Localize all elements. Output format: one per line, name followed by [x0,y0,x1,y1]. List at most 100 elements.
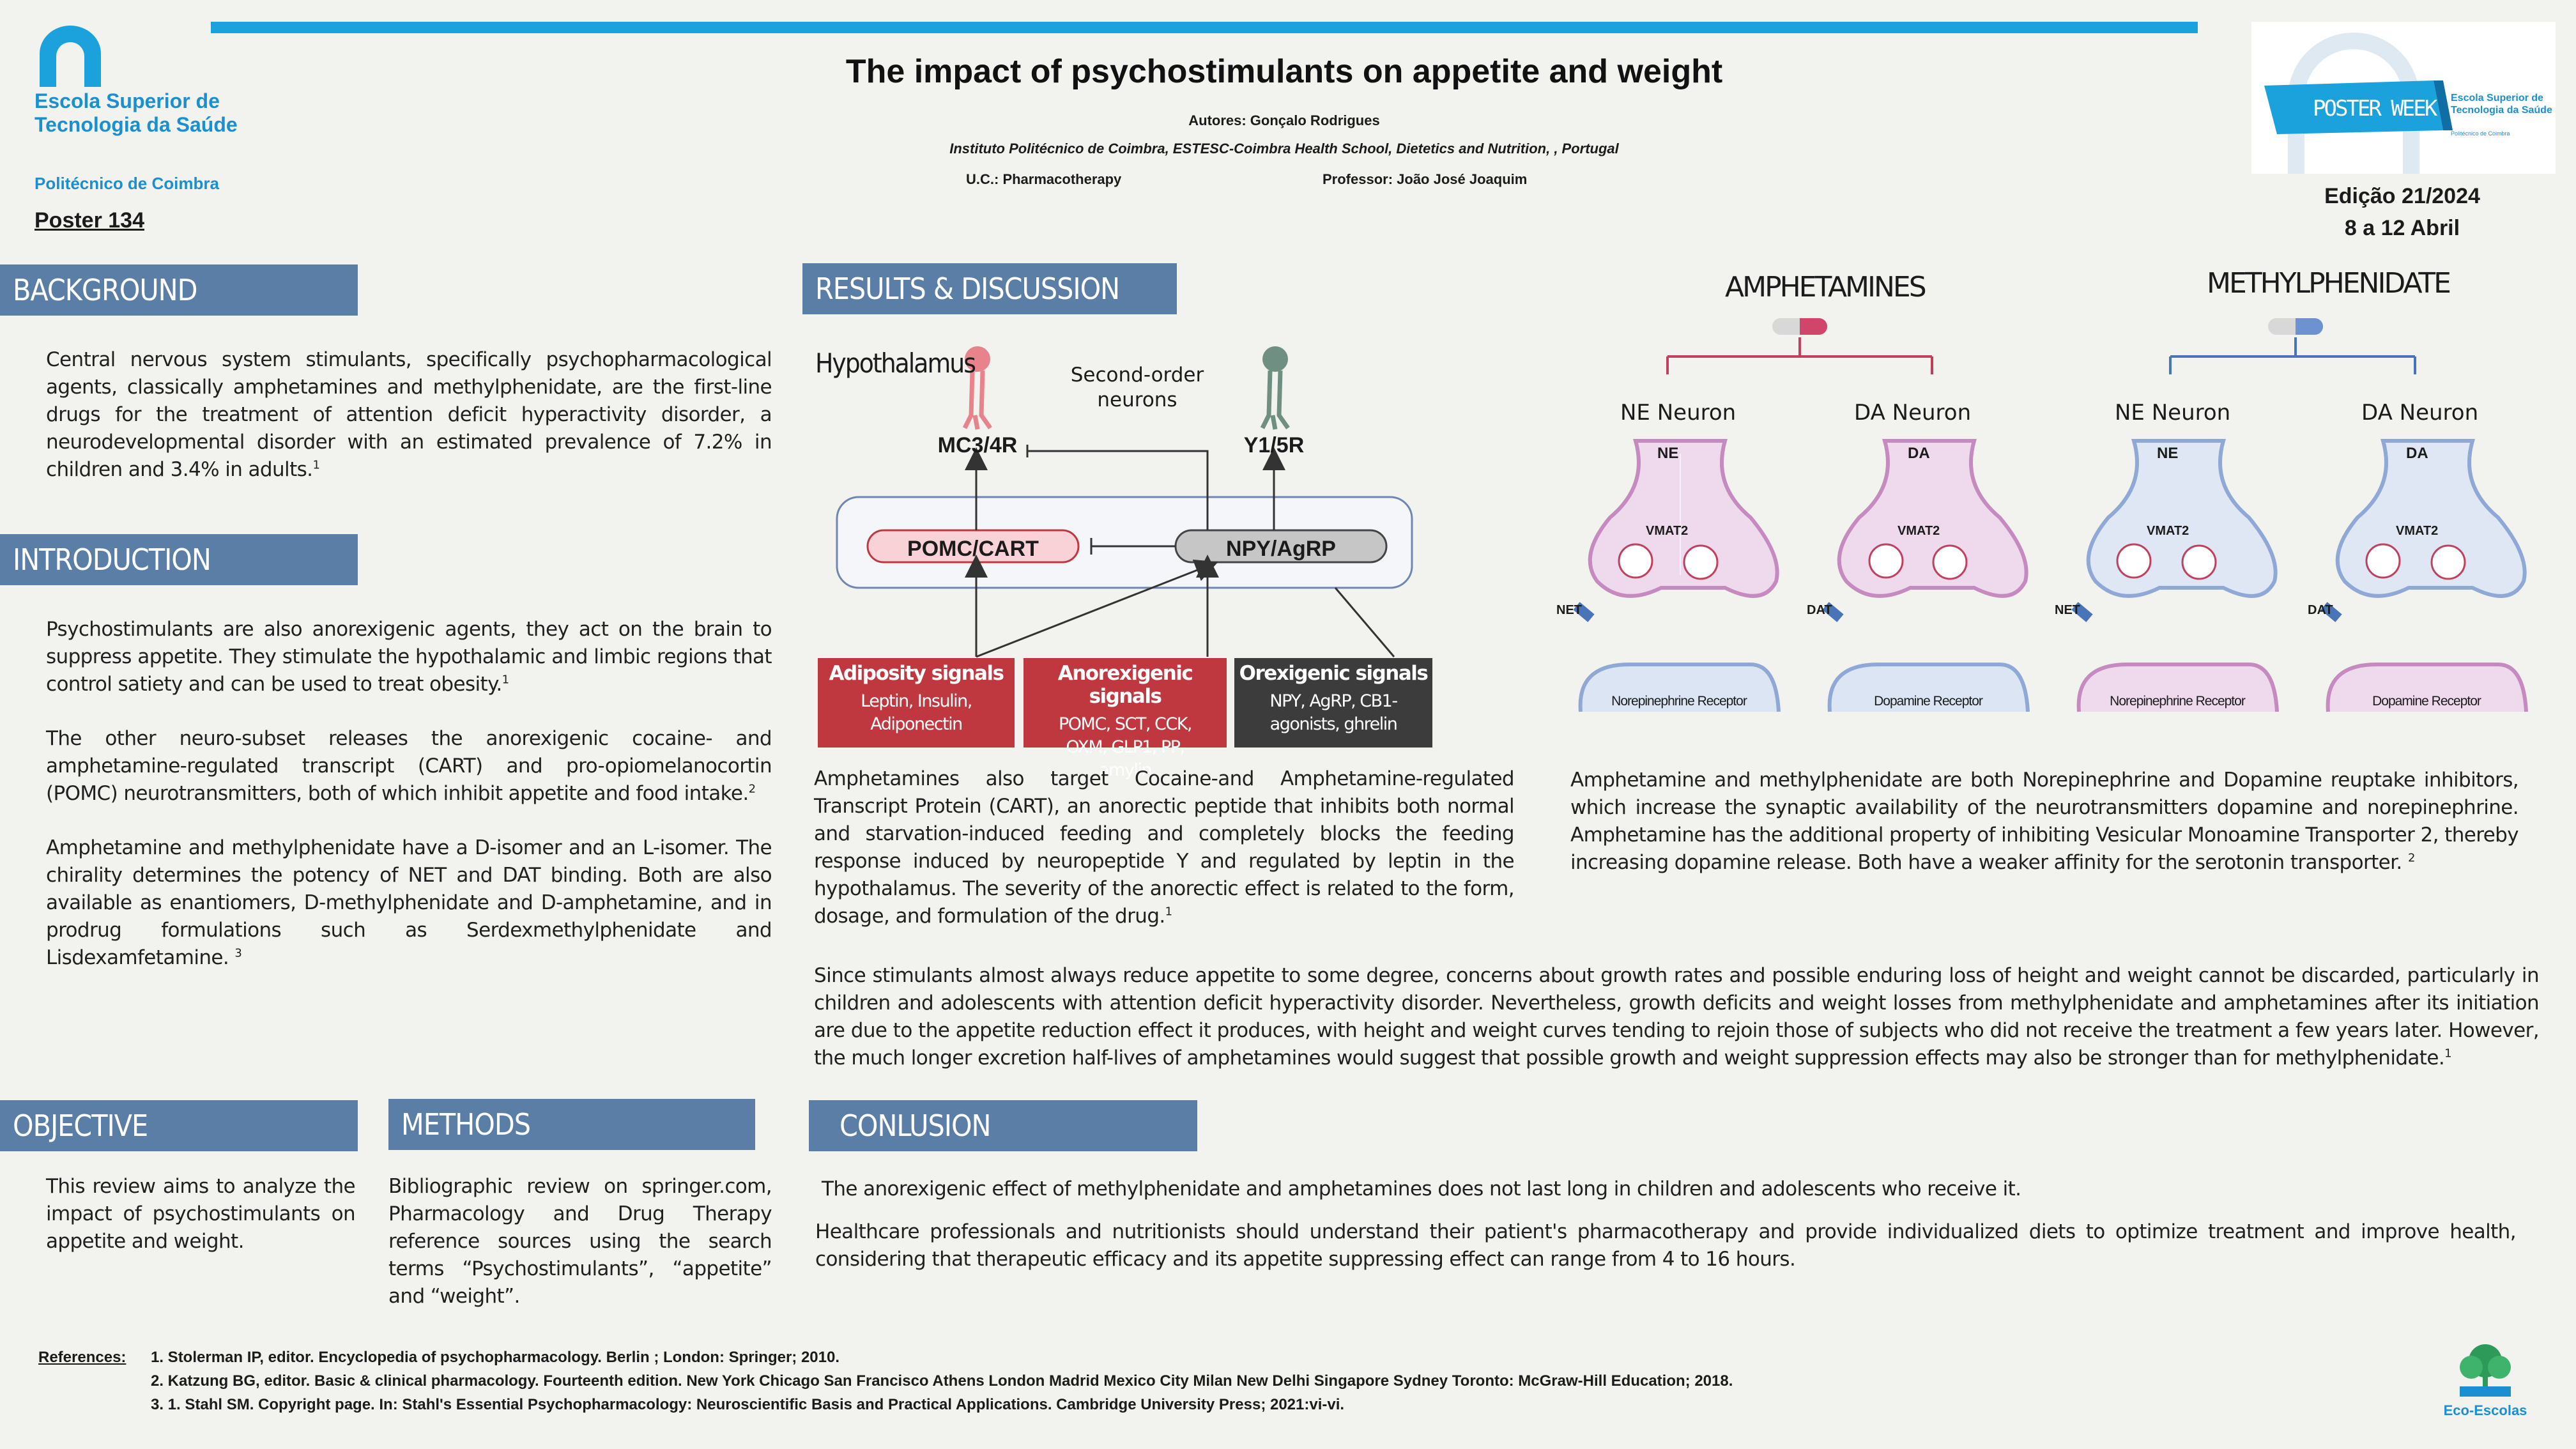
results-p2-text: Amphetamine and methylphenidate are both… [1570,769,2519,874]
da-label-2: DA [2406,445,2428,462]
orexigenic-text: NPY, AgRP, CB1-agonists, ghrelin [1269,691,1398,734]
poster-week-school: Escola Superior de Tecnologia da Saúde [2451,93,2552,116]
methylphenidate-title: METHYLPHENIDATE [2207,267,2451,300]
da-receptor-1: Dopamine Receptor [1874,694,1983,709]
dat-label-2: DAT [2308,603,2333,617]
poster-week-logo: POSTER WEEK Escola Superior de Tecnologi… [2251,22,2556,174]
eco-escolas-logo: Eco-Escolas [2441,1342,2530,1419]
anorexigenic-text: POMC, SCT, CCK, OXM, GLP1, PP, amylin [1059,714,1193,780]
conclusion-header: CONLUSION [809,1100,1197,1151]
synapse-ne-amph [1573,439,1781,712]
methylphenidate-pill-icon [2268,318,2323,335]
vmat2-label-4: VMAT2 [2396,524,2439,538]
intro-paragraph-3: Amphetamine and methylphenidate have a D… [46,834,772,972]
introduction-text: Psychostimulants are also anorexigenic a… [46,616,772,999]
edition: Edição 21/2024 [2324,184,2480,208]
school-name: Escola Superior de Tecnologia da Saúde [34,89,238,136]
reference-3: 3. 1. Stahl SM. Copyright page. In: Stah… [151,1396,1345,1413]
results-header: RESULTS & DISCUSSION [802,263,1177,314]
results-p1-ref: 1 [1165,905,1172,919]
introduction-header: INTRODUCTION [0,534,358,585]
results-p1-text: Amphetamines also target Cocaine-and Amp… [814,767,1515,928]
authors: Autores: Gonçalo Rodrigues [1188,112,1380,128]
red-neuron-icon [962,346,992,430]
background-text: Central nervous system stimulants, speci… [46,346,772,484]
anorexigenic-signals: Anorexigenic signals POMC, SCT, CCK, OXM… [1023,662,1227,782]
orexigenic-link [1334,587,1395,657]
professor: Professor: João José Joaquim [1322,171,1528,187]
net-label-1: NET [1556,603,1582,617]
green-neuron-icon [1260,346,1290,430]
mph-branch-lines [2169,337,2416,374]
background-ref: 1 [312,458,320,472]
reference-1: 1. Stolerman IP, editor. Encyclopedia of… [151,1349,840,1366]
dat-label-1: DAT [1807,603,1832,617]
second-order-label: Second-order neurons [1070,364,1204,411]
objective-text: This review aims to analyze the impact o… [46,1175,356,1253]
da-label-1: DA [1908,445,1930,462]
reference-2: 2. Katzung BG, editor. Basic & clinical … [151,1372,1733,1390]
edition-dates: 8 a 12 Abril [2344,216,2460,240]
amph-branch-lines [1666,337,1933,374]
mc34r-label: MC3/4R [937,433,1018,457]
intro-p3-text: Amphetamine and methylphenidate have a D… [46,836,772,969]
poster-number: Poster 134 [34,208,144,233]
intro-paragraph-2: The other neuro-subset releases the anor… [46,725,772,808]
intro-paragraph-1: Psychostimulants are also anorexigenic a… [46,616,772,698]
poster-week-text: POSTER WEEK [2313,96,2437,121]
orexigenic-signals: Orexigenic signals NPY, AgRP, CB1-agonis… [1234,662,1432,736]
school-logo-icon [40,26,101,87]
npy-inhibits-mc-line [1027,450,1209,530]
amphetamine-pill-icon [1772,318,1827,335]
vmat2-label-1: VMAT2 [1646,524,1689,538]
intro-p1-ref: 1 [502,673,509,687]
results-text-3: Since stimulants almost always reduce ap… [814,962,2540,1072]
orexigenic-box [1234,658,1432,747]
da-neuron-amph: DA Neuron [1854,400,1972,425]
net-label-2: NET [2055,603,2080,617]
conclusion-p2: Healthcare professionals and nutritionis… [815,1220,2517,1271]
npy-label: NPY/AgRP [1226,537,1336,561]
intro-p1-text: Psychostimulants are also anorexigenic a… [46,618,772,696]
synapse-diagram [1573,318,2528,712]
vmat2-label-3: VMAT2 [2147,524,2189,538]
ne-neuron-amph: NE Neuron [1620,400,1736,425]
methods-header: METHODS [388,1099,755,1150]
results-text-1: Amphetamines also target Cocaine-and Amp… [814,765,1515,930]
y15r-label: Y1/5R [1243,433,1305,457]
institution: Instituto Politécnico de Coimbra, ESTESC… [949,141,1619,157]
ne-neuron-mph: NE Neuron [2115,400,2231,425]
hypothalamus-label: Hypothalamus [815,348,976,379]
ne-receptor-2: Norepinephrine Receptor [2110,694,2246,709]
results-text-2: Amphetamine and methylphenidate are both… [1570,767,2519,877]
ne-label-2: NE [2157,445,2179,462]
intro-p2-text: The other neuro-subset releases the anor… [46,727,772,805]
background-paragraph: Central nervous system stimulants, speci… [46,348,772,481]
ne-label-1: NE [1657,445,1679,462]
results-p2-ref: 2 [2407,851,2415,865]
adiposity-title: Adiposity signals [829,662,1004,685]
amphetamines-title: AMPHETAMINES [1725,271,1927,303]
eco-tree-icon [2460,1344,2511,1397]
intro-p2-ref: 2 [748,782,756,796]
results-p3-ref: 1 [2444,1046,2451,1061]
page-title: The impact of psychostimulants on appeti… [845,53,1723,90]
synapse-ne-mph [2071,439,2279,712]
objective-header: OBJECTIVE [0,1100,358,1151]
hypothalamus-diagram [818,346,1432,747]
top-accent-bar [211,22,2198,33]
background-header: BACKGROUND [0,264,358,316]
anorexigenic-box [1023,658,1227,747]
school-parent: Politécnico de Coimbra [34,174,219,193]
ne-receptor-1: Norepinephrine Receptor [1611,694,1747,709]
adiposity-box [818,658,1015,747]
adiposity-signals: Adiposity signals Leptin, Insulin, Adipo… [818,662,1015,736]
results-p3-text: Since stimulants almost always reduce ap… [814,964,2540,1070]
conclusion-p1: The anorexigenic effect of methylphenida… [822,1177,2021,1200]
adiposity-to-npy-arrow [976,559,1218,658]
edition-block: Edição 21/2024 8 a 12 Abril [2274,180,2530,244]
eco-label: Eco-Escolas [2443,1402,2527,1418]
conclusion-text: The anorexigenic effect of methylphenida… [815,1176,2517,1300]
da-neuron-mph: DA Neuron [2361,400,2479,425]
adiposity-text: Leptin, Insulin, Adiponectin [861,691,972,734]
